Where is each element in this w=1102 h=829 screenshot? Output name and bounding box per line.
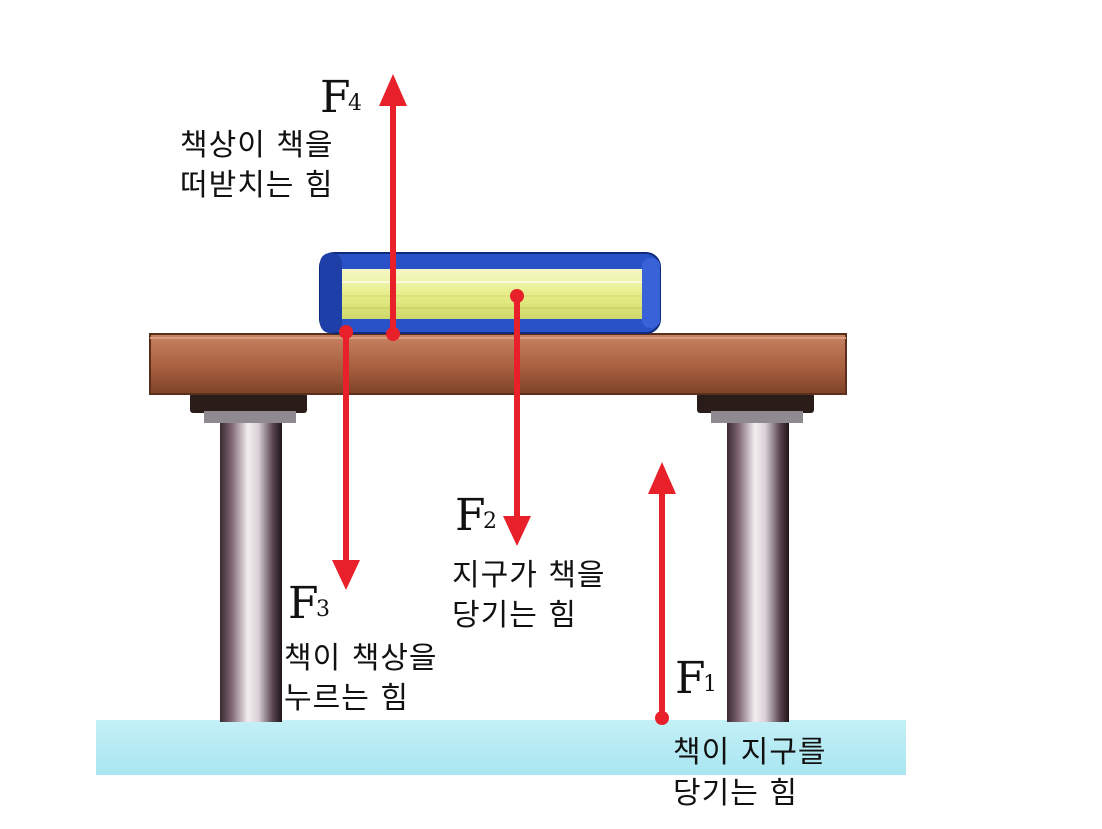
f2-subscript: 2 — [483, 509, 497, 534]
arrow-f4 — [379, 74, 407, 341]
label-f1: F 1 책이 지구를 당기는 힘 — [673, 653, 827, 811]
f2-description-line2: 당기는 힘 — [452, 598, 577, 633]
f4-subscript: 4 — [348, 91, 362, 116]
f1-description-line2: 당기는 힘 — [673, 776, 798, 811]
f1-subscript: 1 — [703, 672, 717, 697]
arrow-f1 — [648, 462, 676, 725]
f4-symbol: F — [320, 72, 351, 123]
label-f3: F 3 책이 책상을 누르는 힘 — [284, 578, 438, 716]
ground — [96, 720, 906, 775]
f2-description-line1: 지구가 책을 — [452, 558, 606, 593]
force-arrows — [332, 74, 676, 725]
table-leg-right — [697, 393, 814, 722]
label-f2: F 2 지구가 책을 당기는 힘 — [452, 490, 606, 633]
book — [319, 252, 661, 334]
table-leg-left — [190, 393, 307, 722]
f3-symbol: F — [288, 578, 319, 629]
label-f4: F 4 책상이 책을 떠받치는 힘 — [180, 72, 362, 203]
f4-description-line2: 떠받치는 힘 — [180, 168, 334, 203]
f4-description-line1: 책상이 책을 — [180, 128, 334, 163]
f3-description-line2: 누르는 힘 — [284, 681, 409, 716]
arrow-f2 — [503, 289, 531, 546]
table-top — [149, 333, 847, 395]
arrow-f3 — [332, 325, 360, 590]
f3-subscript: 3 — [316, 597, 330, 622]
f2-symbol: F — [455, 490, 486, 541]
f1-description-line1: 책이 지구를 — [673, 735, 827, 770]
f1-symbol: F — [675, 653, 706, 704]
f3-description-line1: 책이 책상을 — [284, 641, 438, 676]
